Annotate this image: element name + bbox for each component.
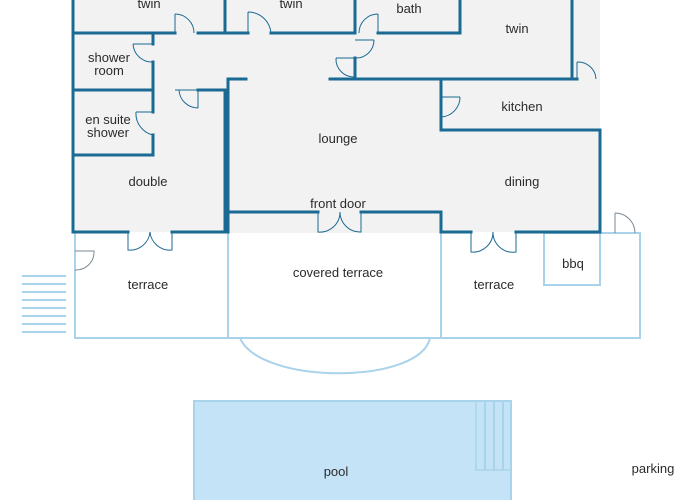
- label-bath: bath: [396, 1, 421, 16]
- door-lounge-top: [335, 57, 356, 78]
- label-double: double: [128, 174, 167, 189]
- door-en-suite: [135, 111, 154, 136]
- label-en-suite-1: en suite: [85, 112, 131, 127]
- doors: [74, 11, 636, 271]
- label-twin-mid: twin: [279, 0, 302, 11]
- pool: [193, 400, 512, 500]
- door-bbq-area: [614, 212, 636, 234]
- label-shower-room-2: room: [94, 63, 124, 78]
- label-parking: parking: [632, 461, 675, 476]
- label-pool: pool: [324, 464, 349, 479]
- door-terrace-steps: [74, 250, 95, 271]
- label-terrace-left: terrace: [128, 277, 168, 292]
- door-shower-room: [132, 43, 154, 63]
- door-twin-left: [174, 13, 195, 34]
- label-shower-room-1: shower: [88, 50, 131, 65]
- door-twin-mid: [247, 11, 272, 34]
- outdoor-areas: [22, 212, 641, 375]
- label-twin-right: twin: [505, 21, 528, 36]
- room-labels: twin twin bath twin shower room en suite…: [85, 0, 674, 479]
- label-bbq: bbq: [562, 256, 584, 271]
- label-terrace-right: terrace: [474, 277, 514, 292]
- label-lounge: lounge: [318, 131, 357, 146]
- terrace-curve: [239, 337, 431, 375]
- door-double-terrace: [127, 231, 173, 251]
- label-twin-left: twin: [137, 0, 160, 11]
- label-kitchen: kitchen: [501, 99, 542, 114]
- door-kitchen: [440, 96, 461, 118]
- label-en-suite-2: shower: [87, 125, 130, 140]
- steps: [22, 275, 66, 333]
- label-covered-terrace: covered terrace: [293, 265, 383, 280]
- door-double-top: [175, 89, 199, 109]
- door-front: [317, 211, 362, 233]
- door-bath: [358, 13, 379, 34]
- door-twin-right: [354, 39, 375, 59]
- door-dining-terrace: [470, 231, 517, 253]
- walls: [71, 0, 602, 234]
- door-kitchen-exterior: [576, 61, 597, 80]
- label-dining: dining: [505, 174, 540, 189]
- interior-floor: [73, 0, 600, 233]
- label-front-door: front door: [310, 196, 366, 211]
